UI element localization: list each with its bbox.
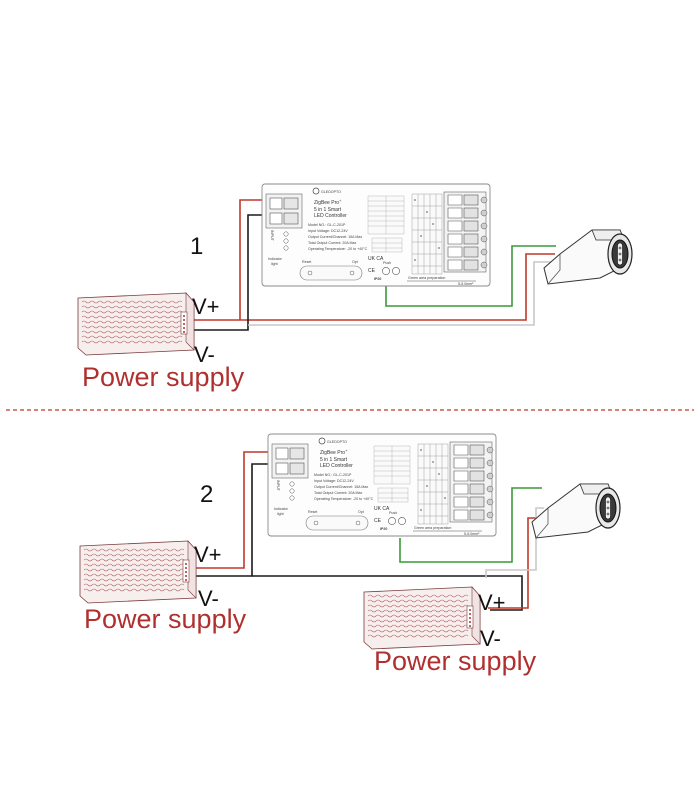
ukca-mark: UK CA [374,506,390,512]
total-output-label: Total Output Current: 20A Max [314,491,363,495]
indicator-label-2: light [271,262,278,266]
wire-gray [248,261,554,326]
output-current-label: Output Current/Channel: 15A Max [314,485,368,489]
product-label: ZigBee Pro+ [320,448,348,456]
indicator-label: Indicator [268,257,283,261]
subtitle-2: LED Controller [314,213,347,219]
wire-black [252,575,523,611]
ip-label: IP20 [374,277,381,281]
input-label: INPUT [270,230,274,242]
controller-1: GLEDOPTO ZigBee Pro+ 5 in 1 Smart LED Co… [261,183,491,287]
v-plus-label: V+ [194,542,222,567]
controller-2: GLEDOPTO ZigBee Pro+ 5 in 1 Smart LED Co… [267,433,497,537]
v-plus-label: V+ [478,590,506,615]
ce-mark: CE [374,518,382,524]
reset-label: Reset [302,260,311,264]
total-output-label: Total Output Current: 20A Max [308,241,357,245]
brand-label: GLEDOPTO [321,190,341,194]
led-strip-1 [543,229,633,285]
v-minus-label: V- [198,586,219,611]
opt-label: Opt [352,260,358,264]
wire-gray [485,507,544,578]
v-minus-label: V- [194,342,215,367]
product-label: ZigBee Pro+ [314,198,342,206]
ce-mark: CE [368,268,376,274]
strip-note: Green area preparation [408,276,445,280]
wire-black [196,463,270,577]
v-minus-label: V- [480,626,501,651]
push-label: Push [383,261,391,265]
operating-temp-label: Operating Temperature: -20 to +40°C [314,497,374,501]
power-supply-label: Power supply [82,362,245,392]
wire-green [385,245,556,307]
subtitle-1: 5 in 1 Smart [314,207,342,213]
diagram-number: 2 [200,481,213,508]
reset-label: Reset [308,510,317,514]
power-supply-label: Power supply [374,646,537,676]
model-label: Model NO.: GL-C-201P [308,223,346,227]
ukca-mark: UK CA [368,256,384,262]
subtitle-2: LED Controller [320,463,353,469]
power-supply-2b: V+ V- Power supply [363,586,537,676]
operating-temp-label: Operating Temperature: -20 to +40°C [308,247,368,251]
opt-label: Opt [358,510,364,514]
v-plus-label: V+ [192,294,220,319]
indicator-label: Indicator [274,507,289,511]
wire-green [399,487,542,563]
output-current-label: Output Current/Channel: 15A Max [308,235,362,239]
wire-red [196,451,270,569]
indicator-label-2: light [277,512,284,516]
strip-note: Green area preparation [414,526,451,530]
input-label: INPUT [276,480,280,492]
wire-red [194,253,555,321]
led-strip-2 [531,483,621,539]
ip-label: IP20 [380,527,387,531]
power-supply-1: V+ V- Power supply [77,292,245,392]
strip-dim: 5-5.0mm² [458,282,474,286]
input-voltage-label: Input Voltage: DC12-24V [314,479,354,483]
wires-1 [194,199,556,331]
brand-label: GLEDOPTO [327,440,347,444]
power-supply-label: Power supply [84,604,247,634]
input-voltage-label: Input Voltage: DC12-24V [308,229,348,233]
strip-dim: 5-5.0mm² [464,532,480,536]
wire-black [194,214,268,331]
wire-red [239,199,268,320]
diagram-2: 2 V+ V- Power supply V+ V- Power supply … [79,433,621,676]
push-label: Push [389,511,397,515]
model-label: Model NO.: GL-C-201P [314,473,352,477]
power-supply-2a: V+ V- Power supply [79,540,247,634]
subtitle-1: 5 in 1 Smart [320,457,348,463]
diagram-number: 1 [190,233,203,260]
wires-2 [196,451,544,611]
diagram-1: 1 V+ V- Power supply GLEDOPTO ZigBee Pro… [77,183,633,392]
